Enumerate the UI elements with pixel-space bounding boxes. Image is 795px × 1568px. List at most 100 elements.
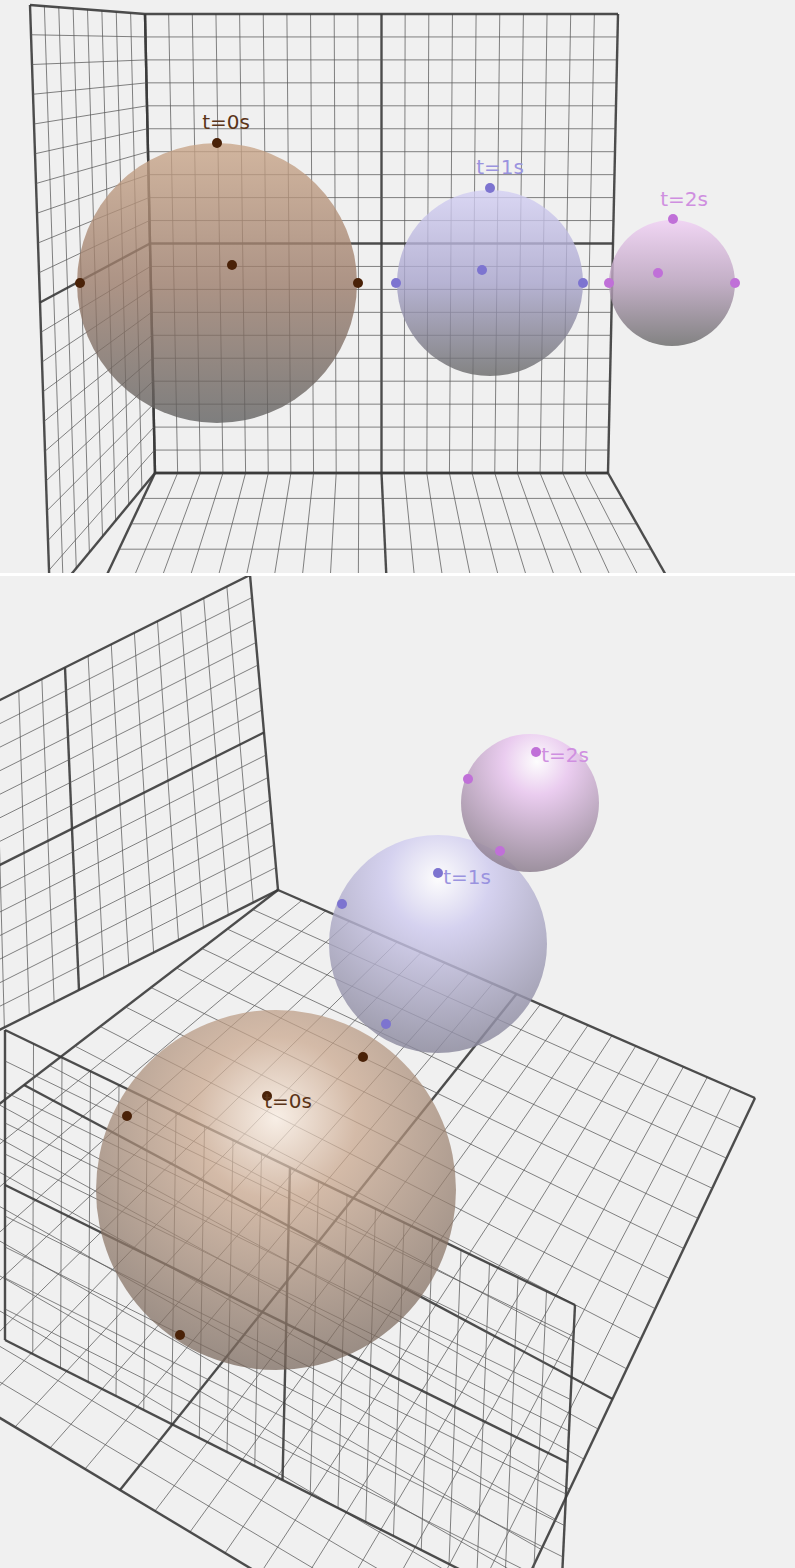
marker-dot — [730, 278, 740, 288]
marker-dot — [578, 278, 588, 288]
grid-walls — [30, 5, 680, 573]
marker-dot — [653, 268, 663, 278]
grid-line — [477, 1264, 490, 1568]
sphere-shape — [73, 104, 361, 427]
grid-line — [146, 36, 618, 37]
grid-line — [124, 473, 177, 573]
marker-dot — [212, 138, 222, 148]
grid-line — [30, 5, 145, 14]
sphere-body — [397, 190, 583, 376]
grid-line — [0, 755, 266, 949]
grid-line — [0, 778, 268, 973]
marker-dot — [531, 747, 541, 757]
marker-dot — [604, 278, 614, 288]
time-label: t=1s — [443, 867, 491, 887]
marker-dot — [391, 278, 401, 288]
grid-line — [560, 1305, 575, 1568]
sphere-body — [461, 734, 599, 872]
grid-line — [0, 710, 262, 901]
sphere: t=2s — [457, 730, 603, 876]
sphere-body — [609, 220, 735, 346]
grid-line — [95, 473, 155, 573]
grid-line — [517, 473, 563, 573]
panel-divider — [0, 573, 795, 576]
grid-line — [0, 688, 260, 878]
grid-line — [131, 523, 637, 524]
grid-line — [495, 473, 534, 573]
grid-line — [358, 473, 360, 573]
marker-dot — [122, 1111, 132, 1121]
sphere-body — [96, 1010, 456, 1370]
grid-line — [183, 473, 223, 573]
grid-line — [329, 473, 336, 573]
grid-line — [34, 106, 147, 124]
grid-line — [155, 472, 608, 474]
grid-line — [0, 800, 270, 996]
marker-dot — [175, 1330, 185, 1340]
grid-line — [155, 472, 608, 474]
grid-line — [33, 83, 147, 94]
time-label: t=1s — [476, 157, 524, 177]
sphere: t=0s — [73, 104, 361, 427]
time-label: t=2s — [660, 189, 708, 209]
sphere-shape — [92, 1006, 460, 1374]
marker-dot — [75, 278, 85, 288]
grid-line — [382, 473, 388, 573]
grid-walls — [0, 576, 755, 1568]
marker-dot — [381, 1019, 391, 1029]
grid-line — [427, 473, 446, 573]
grid-line — [212, 473, 246, 573]
grid-line — [143, 498, 622, 499]
sphere: t=2s — [605, 181, 739, 350]
grid-line — [31, 35, 146, 37]
grid-line — [470, 1098, 755, 1568]
grid-line — [147, 105, 616, 106]
grid-line — [146, 59, 617, 60]
grid-line — [271, 473, 291, 573]
grid-line — [155, 450, 609, 451]
grid-line — [147, 82, 617, 83]
time-label: t=0s — [264, 1091, 312, 1111]
grid-line — [585, 473, 650, 573]
grid-line — [532, 1291, 546, 1568]
grid-line — [0, 823, 272, 1020]
marker-dot — [668, 214, 678, 224]
grid-line — [505, 1278, 519, 1568]
marker-dot — [358, 1052, 368, 1062]
grid-line — [154, 427, 609, 428]
grid-line — [5, 1340, 560, 1568]
sphere: t=1s — [393, 149, 587, 380]
grid-line — [608, 473, 680, 573]
sphere-body — [77, 143, 357, 423]
marker-dot — [463, 774, 473, 784]
marker-dot — [353, 278, 363, 288]
grid-plane — [0, 576, 278, 1090]
time-label: t=0s — [202, 112, 250, 132]
grid-line — [0, 598, 252, 784]
marker-dot — [433, 868, 443, 878]
marker-dot — [227, 260, 237, 270]
grid-line — [0, 733, 264, 926]
marker-dot — [337, 899, 347, 909]
grid-line — [145, 13, 618, 15]
grid-line — [540, 473, 592, 573]
sphere: t=0s — [92, 1006, 460, 1374]
time-label: t=2s — [541, 745, 589, 765]
grid-line — [404, 473, 417, 573]
grid-line — [154, 473, 201, 573]
grid-line — [449, 473, 475, 573]
grid-line — [563, 473, 622, 573]
marker-dot — [485, 183, 495, 193]
grid-line — [35, 129, 148, 154]
marker-dot — [477, 265, 487, 275]
grid-line — [0, 620, 254, 807]
grid-line — [32, 60, 146, 65]
marker-dot — [495, 846, 505, 856]
grid-line — [300, 473, 314, 573]
grid-plane — [95, 473, 680, 573]
grid-line — [0, 576, 250, 760]
grid-line — [50, 473, 155, 573]
grid-line — [241, 473, 268, 573]
sphere-shape — [393, 149, 587, 380]
